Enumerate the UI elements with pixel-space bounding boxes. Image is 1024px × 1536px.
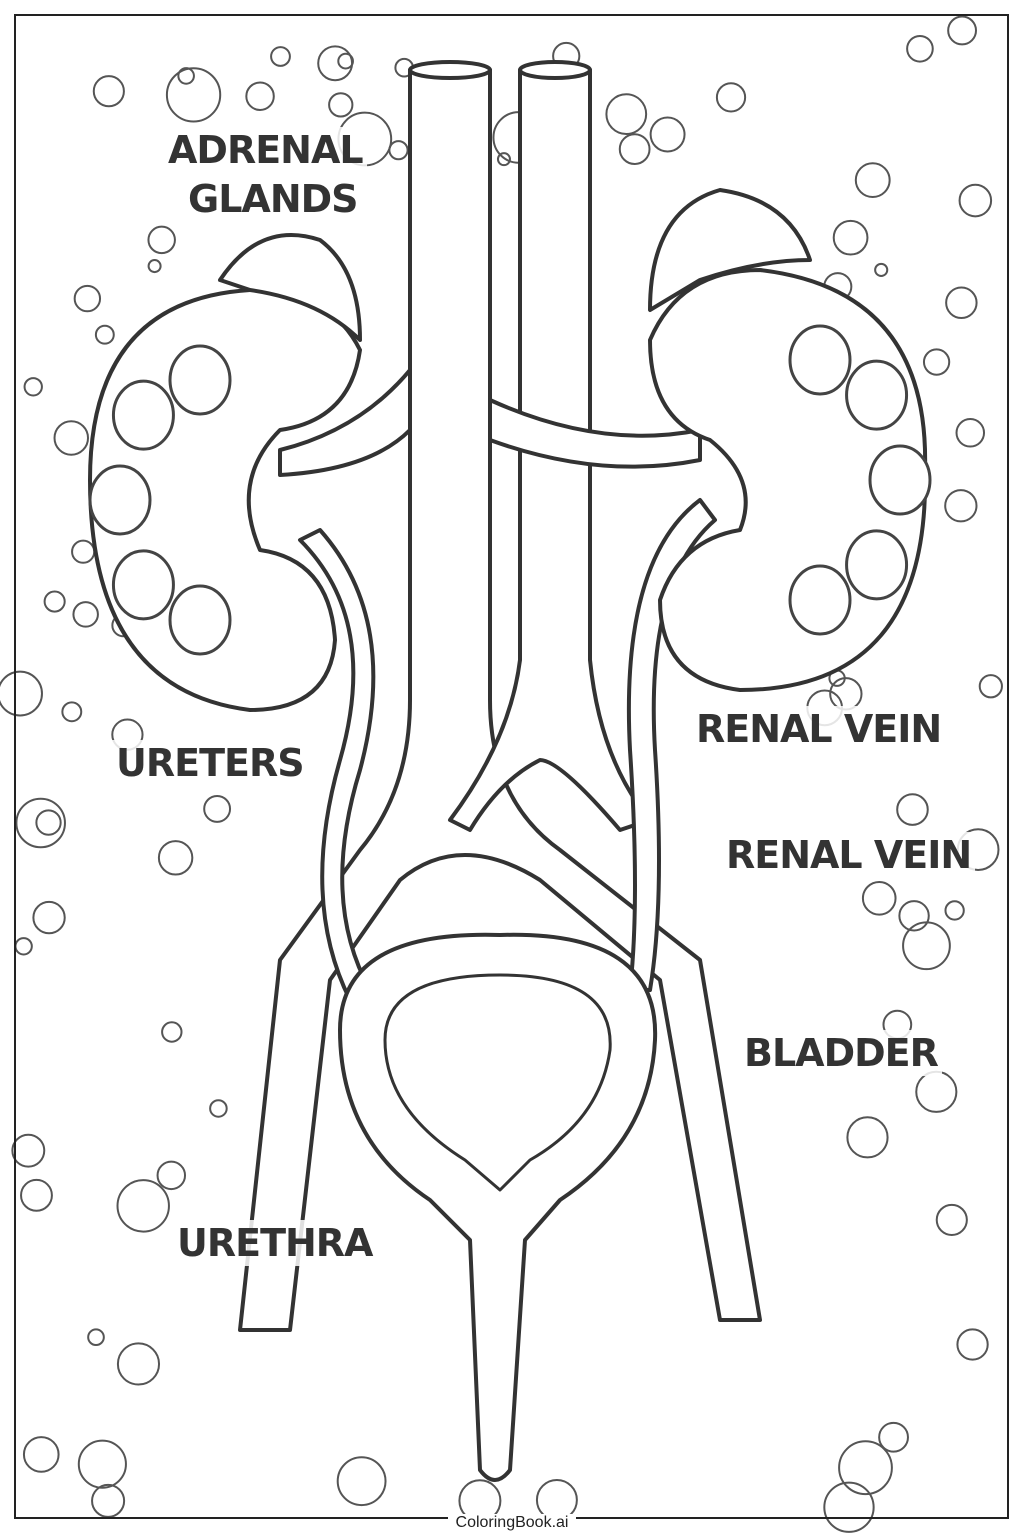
background-cell xyxy=(91,1483,126,1518)
label-ureters: URETERS xyxy=(112,740,308,786)
kidney-lobe xyxy=(868,444,932,516)
kidney-lobe xyxy=(845,529,909,601)
background-cell xyxy=(165,67,222,123)
background-cell xyxy=(955,418,986,448)
background-cell xyxy=(20,1178,53,1212)
background-cell xyxy=(328,92,354,118)
background-cell xyxy=(203,794,232,823)
background-cell xyxy=(978,674,1003,699)
background-cell xyxy=(71,539,96,564)
kidney-lobe xyxy=(111,549,175,621)
label-urethra: URETHRA xyxy=(173,1220,377,1266)
background-cell xyxy=(53,420,90,456)
kidney-lobe xyxy=(845,359,909,431)
left-renal-vein xyxy=(278,368,412,477)
kidney-lobe xyxy=(788,564,852,636)
kidney-lobe xyxy=(88,464,152,536)
bladder-inner xyxy=(383,973,612,1192)
background-cell xyxy=(77,1439,127,1489)
background-cell xyxy=(878,1421,909,1453)
background-cell xyxy=(861,880,897,916)
background-cell xyxy=(147,225,176,255)
label-renal-vein-2: RENAL VEIN xyxy=(722,832,976,878)
background-cell xyxy=(317,45,354,82)
footer-watermark: ColoringBook.ai xyxy=(0,1514,1024,1532)
kidney-lobes xyxy=(88,324,932,656)
background-cell xyxy=(832,219,869,256)
background-cell xyxy=(618,133,651,165)
background-cell xyxy=(846,1116,889,1159)
background-cell xyxy=(922,348,951,376)
background-cell xyxy=(72,601,99,628)
background-cell xyxy=(177,67,195,85)
background-cell xyxy=(915,1070,958,1113)
background-cell xyxy=(23,377,43,397)
background-cell xyxy=(22,1436,60,1473)
background-cell xyxy=(874,262,889,277)
background-cell xyxy=(14,937,33,956)
kidney-lobe xyxy=(788,324,852,396)
background-cell xyxy=(958,183,993,218)
background-cell xyxy=(388,140,409,161)
background-cell xyxy=(496,152,511,167)
background-cell xyxy=(116,1179,170,1233)
background-cell xyxy=(336,1456,387,1507)
kidney-lobe xyxy=(168,344,232,416)
background-cell xyxy=(116,1342,161,1386)
kidney-lobe xyxy=(111,379,175,451)
label-renal-vein-1: RENAL VEIN xyxy=(692,706,946,752)
background-cell xyxy=(43,590,66,613)
background-cell xyxy=(902,921,951,971)
background-cell xyxy=(854,162,891,199)
label-adrenal-glands-line2: GLANDS xyxy=(184,176,362,222)
left-adrenal-gland xyxy=(218,233,362,342)
background-cell xyxy=(944,900,965,921)
label-bladder: BLADDER xyxy=(740,1030,942,1076)
background-cell xyxy=(270,46,291,67)
background-cell xyxy=(11,1133,46,1168)
background-cell xyxy=(935,1203,968,1236)
background-cell xyxy=(898,900,930,932)
background-cell xyxy=(896,793,929,826)
background-cell xyxy=(15,797,66,849)
background-cell xyxy=(947,15,978,46)
background-cell xyxy=(73,284,102,313)
background-cell xyxy=(209,1099,228,1118)
background-cell xyxy=(823,1481,875,1533)
background-cell xyxy=(94,324,115,345)
background-cell xyxy=(92,75,125,108)
right-renal-vein xyxy=(488,398,702,469)
label-adrenal-glands-line1: ADRENAL xyxy=(164,127,367,173)
background-cell xyxy=(35,809,62,836)
background-cell xyxy=(945,286,978,319)
background-cell xyxy=(156,1160,187,1191)
background-cell xyxy=(245,81,275,111)
background-cell xyxy=(87,1328,105,1347)
background-cell xyxy=(32,900,66,935)
background-cell xyxy=(906,34,934,63)
background-cell xyxy=(337,52,354,70)
background-cell xyxy=(649,116,686,153)
kidney-lobe xyxy=(168,584,232,656)
footer-text: ColoringBook.ai xyxy=(447,1514,577,1531)
right-adrenal-gland xyxy=(648,188,812,312)
background-cell xyxy=(61,701,83,723)
background-cell xyxy=(147,259,162,274)
background-cell xyxy=(956,1328,989,1361)
background-cell xyxy=(0,670,43,717)
background-cell xyxy=(715,82,747,113)
background-cell xyxy=(161,1021,183,1043)
background-cell xyxy=(605,93,648,135)
background-cell xyxy=(157,840,194,876)
background-cell xyxy=(838,1440,893,1496)
background-cell xyxy=(944,489,978,523)
